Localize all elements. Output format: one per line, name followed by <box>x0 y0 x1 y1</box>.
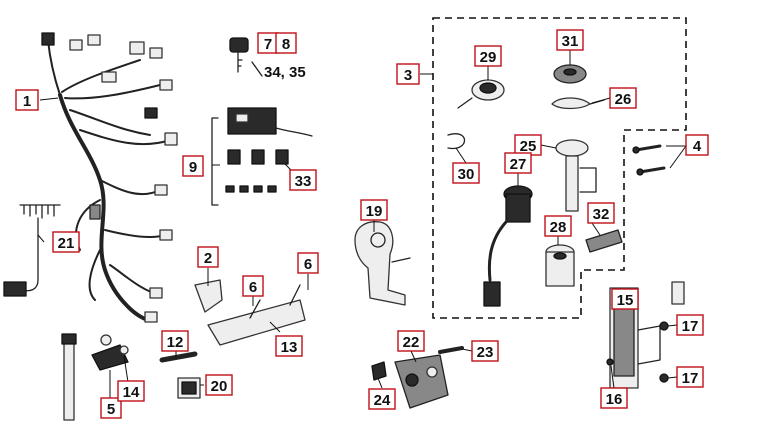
callout-1: 1 <box>15 89 39 111</box>
switch-assembly-art <box>371 346 464 409</box>
callout-15: 15 <box>611 288 639 310</box>
callout-20: 20 <box>205 374 233 396</box>
callout-28: 28 <box>544 215 572 237</box>
callout-30: 30 <box>452 162 480 184</box>
callout-6a: 6 <box>242 275 264 297</box>
callout-22: 22 <box>397 330 425 352</box>
callout-17a: 17 <box>676 314 704 336</box>
svg-text:14: 14 <box>123 384 140 401</box>
svg-text:9: 9 <box>189 159 197 176</box>
callout-19: 19 <box>360 199 388 221</box>
key-art <box>229 37 263 77</box>
callout-23: 23 <box>471 340 499 362</box>
svg-text:17: 17 <box>682 318 699 335</box>
relay-bracket-art <box>354 221 411 306</box>
svg-text:29: 29 <box>480 49 497 66</box>
svg-text:4: 4 <box>693 138 702 155</box>
svg-text:1: 1 <box>23 93 31 110</box>
svg-text:15: 15 <box>617 292 634 309</box>
lower-brackets-art <box>159 279 306 399</box>
svg-text:17: 17 <box>682 370 699 387</box>
svg-text:3: 3 <box>404 67 412 84</box>
callout-9: 9 <box>182 155 204 177</box>
svg-text:32: 32 <box>593 206 610 223</box>
wiring-harness-art <box>41 32 178 323</box>
svg-text:5: 5 <box>107 401 115 418</box>
svg-text:31: 31 <box>562 33 579 50</box>
ignition-parts-art <box>447 64 623 307</box>
svg-text:6: 6 <box>249 279 257 296</box>
callout-4: 4 <box>685 134 709 156</box>
svg-text:33: 33 <box>295 173 312 190</box>
callout-17b: 17 <box>676 366 704 388</box>
svg-text:26: 26 <box>615 91 632 108</box>
relay-set-art <box>211 107 313 206</box>
svg-text:25: 25 <box>520 138 537 155</box>
callout-14: 14 <box>117 380 145 402</box>
callout-25: 25 <box>514 134 542 156</box>
svg-text:23: 23 <box>477 344 494 361</box>
svg-text:20: 20 <box>211 378 228 395</box>
callout-29: 29 <box>474 45 502 67</box>
callout-26: 26 <box>609 87 637 109</box>
svg-text:7: 7 <box>264 36 272 53</box>
small-harness-art <box>3 204 61 297</box>
label-34-35: 34, 35 <box>264 64 306 81</box>
svg-text:13: 13 <box>281 339 298 356</box>
callout-3: 3 <box>396 63 420 85</box>
callout-21: 21 <box>52 231 80 253</box>
svg-text:27: 27 <box>510 156 527 173</box>
ignition-group-outline <box>432 17 687 319</box>
callout-31: 31 <box>556 29 584 51</box>
callout-12: 12 <box>161 330 189 352</box>
svg-text:22: 22 <box>403 334 420 351</box>
callout-6b: 6 <box>297 252 319 274</box>
svg-text:21: 21 <box>58 235 75 252</box>
callout-2: 2 <box>197 246 219 268</box>
cable-tie-art <box>61 333 129 421</box>
callout-27: 27 <box>504 152 532 174</box>
callout-8: 8 <box>275 32 297 54</box>
svg-text:28: 28 <box>550 219 567 236</box>
svg-text:24: 24 <box>374 392 391 409</box>
callout-13: 13 <box>275 335 303 357</box>
callout-32: 32 <box>587 202 615 224</box>
callout-7: 7 <box>257 32 279 54</box>
callout-5: 5 <box>100 397 122 419</box>
svg-text:2: 2 <box>204 250 212 267</box>
svg-text:30: 30 <box>458 166 475 183</box>
screws-art <box>632 144 666 176</box>
svg-text:6: 6 <box>304 256 312 273</box>
callout-24: 24 <box>368 388 396 410</box>
svg-text:12: 12 <box>167 334 184 351</box>
leader-lines <box>37 50 687 398</box>
callout-16: 16 <box>600 387 628 409</box>
callout-33: 33 <box>289 169 317 191</box>
svg-text:8: 8 <box>282 36 290 53</box>
svg-text:19: 19 <box>366 203 383 220</box>
svg-text:16: 16 <box>606 391 623 408</box>
